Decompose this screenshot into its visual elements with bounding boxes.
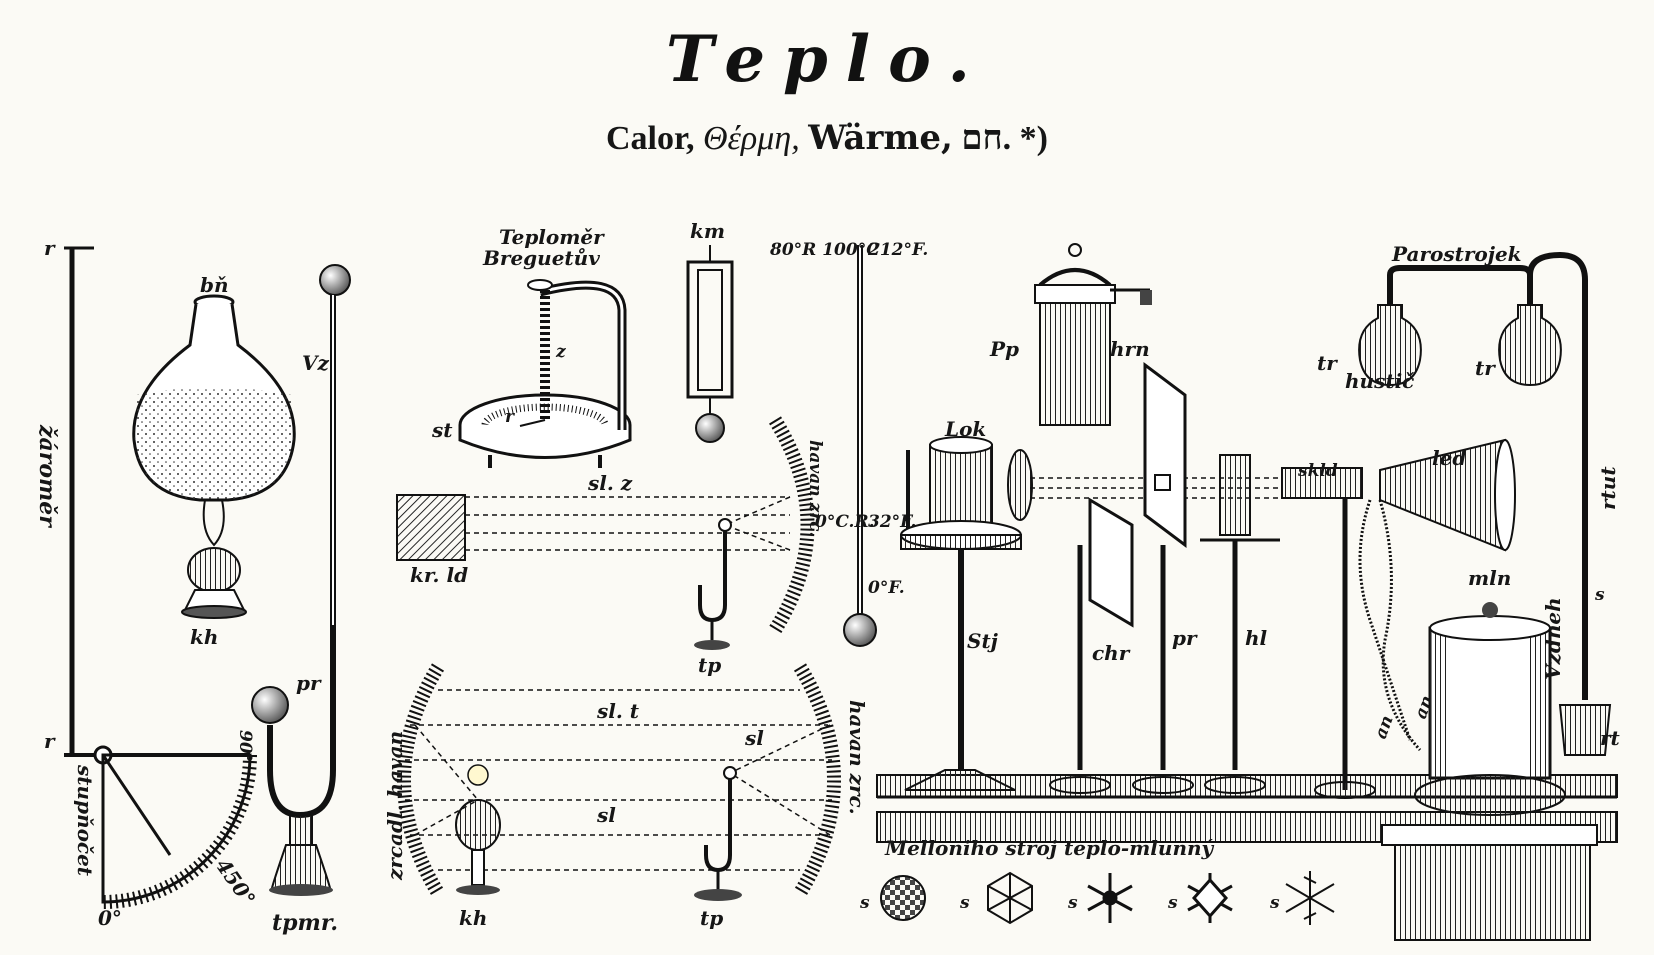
galvanometer xyxy=(1381,602,1598,941)
ice-mirror-experiment xyxy=(396,416,815,650)
label-led: led xyxy=(1432,446,1466,470)
snowflake-1 xyxy=(880,875,926,921)
label-chr: chr xyxy=(1092,641,1131,665)
boiling-flask xyxy=(132,294,296,619)
label-pp: Pp xyxy=(989,337,1019,361)
subtitle-footnote: *) xyxy=(1019,120,1048,157)
label-hrn: hrn xyxy=(1110,337,1150,361)
compensation-pendulum xyxy=(686,245,734,443)
label-zaromer: žároměr xyxy=(34,424,60,528)
label-s-flake-4: s xyxy=(1167,893,1178,913)
label-pr-stand: pr xyxy=(1172,626,1198,650)
label-tp-1: tp xyxy=(698,653,721,677)
scale-thermometer xyxy=(843,245,877,647)
label-tr-2: tr xyxy=(1475,356,1496,380)
snowflake-2 xyxy=(987,871,1033,925)
breguet-thermometer xyxy=(458,279,632,468)
label-rt: rt xyxy=(1600,726,1621,750)
label-s-flake-5: s xyxy=(1269,893,1280,913)
label-lok: Lok xyxy=(944,417,986,441)
label-r-mid: r xyxy=(44,729,56,753)
label-sl-b: sl xyxy=(596,803,616,827)
label-sl-t: sl. t xyxy=(596,699,640,723)
label-havan-zrc-1: havan zrc. xyxy=(805,440,825,537)
label-rtut: rtut xyxy=(1596,466,1620,510)
label-tr-1: tr xyxy=(1317,351,1338,375)
pyrometer xyxy=(64,246,257,909)
subtitle-hebrew: חם. xyxy=(961,120,1012,157)
label-pr-bulb: pr xyxy=(296,671,322,695)
subtitle-latin: Calor, xyxy=(606,120,695,157)
label-f32: 32°F. xyxy=(868,512,916,532)
subtitle-german: Wärme, xyxy=(808,118,953,158)
label-s-flake-1: s xyxy=(859,893,870,913)
label-f0: 0°F. xyxy=(868,578,905,598)
label-z: z xyxy=(555,342,566,362)
label-scale-top: 80°R 100°C xyxy=(769,240,880,260)
thermopile-pp xyxy=(1034,243,1152,426)
label-s-flake-2: s xyxy=(959,893,970,913)
label-stj: Stj xyxy=(967,629,999,653)
label-r-coil: r xyxy=(505,407,515,427)
label-tp-2: tp xyxy=(700,906,723,930)
label-kh-lamp: kh xyxy=(459,906,487,930)
conjugate-mirrors xyxy=(397,663,841,901)
label-vz: Vz xyxy=(302,351,330,375)
screen-stands xyxy=(1049,362,1280,794)
label-hustic: hustič xyxy=(1345,369,1414,393)
snowflake-row xyxy=(880,871,1335,925)
label-skld: skld xyxy=(1297,461,1338,481)
snowflake-5 xyxy=(1285,871,1335,925)
label-havan-zrc-2: havan zrc. xyxy=(845,700,869,815)
plate-title: Teplo. xyxy=(666,22,988,97)
air-thermometer xyxy=(251,264,351,896)
label-an-1: an xyxy=(1371,713,1398,742)
label-r-top: r xyxy=(44,236,56,260)
label-hl: hl xyxy=(1245,626,1268,650)
snowflake-4 xyxy=(1187,873,1233,923)
label-deg0: 0° xyxy=(98,906,122,930)
steam-apparatus xyxy=(1358,251,1612,756)
label-sl-a: sl xyxy=(744,726,764,750)
label-bn: bň xyxy=(200,273,229,297)
label-kh-flask: kh xyxy=(190,625,218,649)
locatelli-lamp xyxy=(900,436,1033,791)
label-kr-ld: kr. ld xyxy=(410,563,468,587)
label-breguet-2: Breguetův xyxy=(482,246,600,270)
label-vzdneh: Vzdneh xyxy=(1541,597,1565,680)
plate-subtitle: Calor, Θέρμη, Wärme, חם. *) xyxy=(0,118,1654,158)
pile-and-cone xyxy=(1281,438,1516,799)
label-tpmr: tpmr. xyxy=(272,910,338,936)
label-s-tube: s xyxy=(1594,585,1605,605)
label-sl-z: sl. z xyxy=(587,471,633,495)
subtitle-greek: Θέρμη, xyxy=(702,120,800,157)
label-km: km xyxy=(690,219,725,243)
label-zrcadl-havan: zrcadl. havan xyxy=(383,731,407,881)
label-parostrojek: Parostrojek xyxy=(1391,242,1522,266)
label-s-flake-3: s xyxy=(1067,893,1078,913)
label-stupnocet: stupňočet xyxy=(73,764,97,877)
label-deg90: 90° xyxy=(235,730,255,762)
label-st: st xyxy=(431,418,453,442)
snowflake-3 xyxy=(1087,873,1133,923)
label-melloni: Melloniho stroj teplo-mlunný xyxy=(884,836,1215,860)
label-deg450: 450° xyxy=(211,854,260,910)
label-f212: 212°F. xyxy=(867,240,928,260)
label-breguet-1: Teploměr xyxy=(499,225,605,249)
label-mln: mln xyxy=(1468,566,1511,590)
label-zero-cr: 0°C.R. xyxy=(815,512,875,532)
